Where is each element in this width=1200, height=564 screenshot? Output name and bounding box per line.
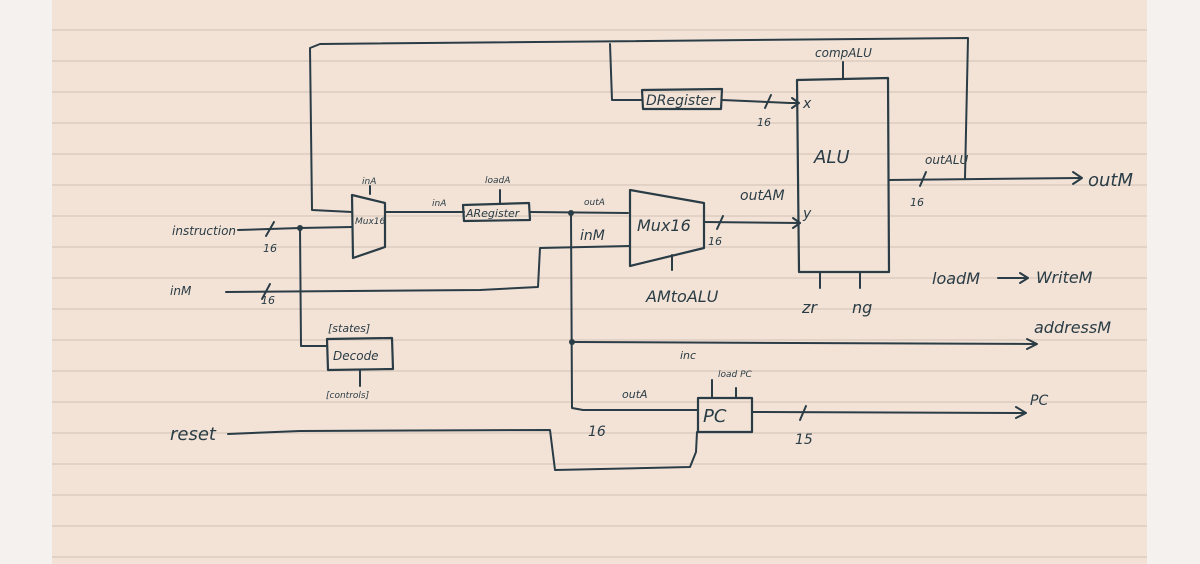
bus-width-instruction: 16 xyxy=(263,242,277,255)
instruction-wire xyxy=(237,226,353,231)
in-m-label: inM xyxy=(580,228,605,244)
pc-out-wire xyxy=(751,411,1026,414)
mux-a-shape xyxy=(350,193,387,260)
x-arrowhead xyxy=(791,97,800,109)
bus-width-d-to-x: 16 xyxy=(757,116,771,129)
bus-width-pc-out: 15 xyxy=(795,432,813,448)
pc-output-label: PC xyxy=(1030,393,1048,409)
decode-shape xyxy=(325,336,395,372)
a-register-block xyxy=(461,201,532,223)
a-register-shape xyxy=(461,201,532,223)
alu-out-wire xyxy=(888,177,1081,181)
bus-slashes xyxy=(261,94,927,421)
d-to-x-wire xyxy=(721,99,799,104)
address-m-arrowhead xyxy=(1026,338,1038,350)
a-register-label: ARegister xyxy=(465,207,521,220)
d-register-feed-wire xyxy=(609,43,643,101)
comp-alu-label: compALU xyxy=(815,46,872,60)
write-m-arrow xyxy=(997,272,1029,284)
arrowheads xyxy=(791,97,1083,419)
reset-wire xyxy=(227,429,698,471)
bus-slash xyxy=(261,283,271,300)
d-register-shape xyxy=(640,87,724,111)
pc-label: PC xyxy=(703,406,727,427)
am-to-alu-label: AMtoALU xyxy=(645,287,719,306)
bus-slash xyxy=(799,405,807,421)
alu-block xyxy=(795,76,891,274)
write-m-label: WriteM xyxy=(1036,268,1093,287)
reset-label: reset xyxy=(170,424,217,445)
out-a-pc-label: outA xyxy=(622,388,648,401)
bus-width-mux-out: 16 xyxy=(708,235,722,248)
pc-block xyxy=(696,396,754,434)
pc-arrowhead xyxy=(1015,406,1027,419)
controls-label: [controls] xyxy=(326,391,370,401)
mux-am-block xyxy=(628,188,706,268)
in-a-top-label: inA xyxy=(362,177,376,187)
d-register-block xyxy=(640,87,724,111)
wires xyxy=(225,37,1081,471)
out-alu-label: outALU xyxy=(925,153,969,167)
ng-label: ng xyxy=(852,298,872,317)
out-am-label: outAM xyxy=(740,188,785,204)
inc-label: inc xyxy=(680,349,696,362)
y-port-label: y xyxy=(802,206,812,222)
bus-slash xyxy=(764,94,772,109)
bus-width-inm: 16 xyxy=(261,294,275,307)
paper-background xyxy=(52,0,1147,564)
decode-label: Decode xyxy=(333,349,379,363)
inm-input-label: inM xyxy=(170,284,192,298)
d-register-label: DRegister xyxy=(646,93,716,109)
mux-a-block xyxy=(350,193,387,260)
bus-slash xyxy=(265,221,275,237)
a-bus-wire xyxy=(570,212,699,411)
bus-width-alu-out: 16 xyxy=(910,196,924,209)
load-pc-label: load PC xyxy=(718,370,753,380)
junction-dot xyxy=(568,210,574,216)
mux-am-shape xyxy=(628,188,706,268)
x-port-label: x xyxy=(802,96,812,112)
alu-label: ALU xyxy=(813,147,850,168)
address-m-label: addressM xyxy=(1034,318,1111,337)
junction-dot xyxy=(569,339,575,345)
inm-wire xyxy=(225,245,631,293)
junction-dot xyxy=(297,225,303,231)
out-a-label: outA xyxy=(584,198,605,208)
in-a-label: inA xyxy=(432,199,446,209)
bus-slash xyxy=(919,171,927,187)
a-to-mux-wire xyxy=(529,211,629,214)
decode-block xyxy=(325,336,395,372)
bus-slash xyxy=(716,215,724,230)
mux-a-label: Mux16 xyxy=(355,217,386,227)
mux-to-y-wire xyxy=(703,221,801,224)
instruction-to-decode-wire xyxy=(299,227,328,347)
text-labels: instruction inM reset Mux16 ARegister DR… xyxy=(170,46,1133,448)
load-a-label: loadA xyxy=(485,176,510,186)
mux-am-label: Mux16 xyxy=(637,216,691,235)
outm-arrowhead xyxy=(1072,171,1083,185)
out-m-label: outM xyxy=(1088,170,1133,191)
y-arrowhead xyxy=(792,217,801,229)
bus-width-a-to-pc: 16 xyxy=(588,424,606,440)
junctions xyxy=(297,210,575,345)
address-m-wire xyxy=(571,341,1036,345)
zr-label: zr xyxy=(801,298,818,317)
pc-shape xyxy=(696,396,754,434)
feedback-wire xyxy=(309,37,969,213)
alu-shape xyxy=(795,76,891,274)
load-m-label: loadM xyxy=(932,269,980,288)
states-label: [states] xyxy=(328,322,370,335)
instruction-label: instruction xyxy=(172,224,236,238)
